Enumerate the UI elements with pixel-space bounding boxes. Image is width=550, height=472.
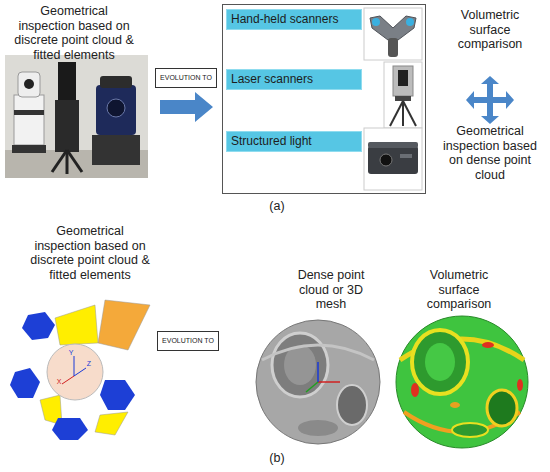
- instrument-photo: [24, 79, 34, 89]
- instrument-photo: [14, 95, 44, 145]
- structured-light-image: [364, 128, 422, 190]
- stage-heading: Volumetric surface comparison: [420, 268, 498, 312]
- instrument-photo: [107, 99, 125, 117]
- deviation-colour-map: [396, 316, 528, 448]
- handheld-scanner-image: [388, 38, 398, 57]
- axis-label: Z: [84, 360, 94, 368]
- axis-label: X: [54, 378, 64, 386]
- dense-mesh-model: [256, 320, 380, 444]
- fitted-elements-model: [100, 380, 135, 410]
- fitted-elements-model: [74, 368, 86, 376]
- dense-mesh-model: [262, 345, 374, 360]
- handheld-scanner-image: [370, 16, 416, 40]
- instrument-photo: [58, 62, 76, 102]
- instrument-photo: [100, 76, 132, 88]
- instrument-photo: [12, 145, 46, 153]
- deviation-colour-map: [411, 383, 419, 397]
- instrument-photo: [5, 55, 148, 178]
- laser-scanner-image: [390, 101, 403, 126]
- fitted-elements-model: [10, 300, 150, 440]
- instrument-photo: [18, 72, 40, 97]
- evolution-arrow: [160, 92, 213, 122]
- fitted-elements-model: [55, 305, 98, 345]
- fitted-elements-model: [62, 376, 74, 384]
- laser-scanner-image: [384, 62, 422, 128]
- instrument-photo: [96, 85, 136, 135]
- fitted-elements-model: [22, 312, 55, 340]
- structured-light-image: [364, 128, 422, 190]
- fitted-elements-model: [10, 368, 40, 398]
- instrument-photo: [67, 150, 82, 172]
- evolution-arrow: [160, 92, 213, 122]
- transition-box: EVOLUTION TO: [155, 68, 217, 88]
- equivalence-arrow: [466, 76, 514, 124]
- laser-scanner-image: [398, 70, 408, 86]
- stage-heading: Volumetric surface comparison: [452, 8, 528, 52]
- deviation-colour-map: [450, 402, 460, 408]
- dense-mesh-model: [272, 333, 328, 397]
- handheld-scanner-image: [364, 8, 422, 60]
- structured-light-image: [400, 154, 412, 158]
- laser-scanner-image: [395, 96, 411, 101]
- fitted-elements-model: [74, 356, 75, 376]
- scanner-label-band: Hand-held scanners: [226, 9, 362, 30]
- handheld-scanner-image: [372, 18, 380, 26]
- structured-light-image: [368, 142, 418, 148]
- stage-heading: Dense point cloud or 3D mesh: [292, 268, 370, 312]
- panel-label: (a): [262, 199, 292, 214]
- scanner-label-band: Laser scanners: [226, 69, 362, 90]
- transition-box: EVOLUTION TO: [157, 331, 219, 351]
- structured-light-image: [368, 146, 418, 174]
- dense-mesh-model: [298, 420, 338, 436]
- deviation-colour-map: [482, 342, 494, 348]
- instrument-photo: [92, 135, 140, 165]
- fitted-elements-model: [52, 418, 88, 440]
- handheld-scanner-image: [364, 8, 422, 60]
- instrument-photo: [14, 110, 44, 115]
- instrument-photo: [5, 55, 148, 178]
- stage-heading: Geometrical inspection based on dense po…: [440, 124, 540, 183]
- scanner-type-text: Hand-held scanners: [231, 13, 338, 26]
- instrument-photo: [52, 150, 67, 172]
- dense-mesh-model: [318, 381, 340, 383]
- deviation-colour-map: [425, 343, 455, 381]
- deviation-colour-map: [452, 423, 488, 437]
- laser-scanner-image: [384, 62, 422, 128]
- fitted-elements-model: [47, 344, 103, 400]
- stage-heading: Geometrical inspection based on discrete…: [28, 224, 152, 283]
- stage-heading: Geometrical inspection based on discrete…: [12, 4, 136, 63]
- panel-label: (b): [262, 451, 292, 466]
- scanner-type-text: Structured light: [231, 135, 312, 148]
- dense-mesh-model: [284, 345, 316, 385]
- instrument-photo: [55, 100, 79, 152]
- handheld-scanner-image: [406, 18, 414, 26]
- transition-text: EVOLUTION TO: [160, 74, 212, 82]
- instrument-photo: [66, 150, 69, 174]
- deviation-colour-map: [517, 379, 523, 391]
- structured-light-image: [380, 154, 392, 166]
- dense-mesh-model: [317, 362, 319, 382]
- laser-scanner-image: [402, 101, 404, 126]
- laser-scanner-image: [403, 101, 416, 126]
- scanner-type-text: Laser scanners: [231, 73, 313, 86]
- scanner-group-box: Hand-held scannersLaser scannersStructur…: [222, 4, 426, 194]
- laser-scanner-image: [393, 66, 413, 96]
- fitted-elements-model: [95, 412, 128, 435]
- dense-mesh-model: [256, 320, 380, 444]
- deviation-colour-map: [396, 316, 528, 448]
- transition-text: EVOLUTION TO: [162, 337, 214, 345]
- dense-mesh-model: [306, 382, 318, 392]
- axis-label: Y: [66, 349, 76, 357]
- equivalence-arrow: [466, 76, 514, 124]
- dense-mesh-model: [337, 385, 367, 425]
- deviation-colour-map: [487, 390, 517, 426]
- fitted-elements-model: [98, 300, 150, 350]
- deviation-colour-map: [412, 330, 468, 394]
- scanner-label-band: Structured light: [226, 131, 362, 152]
